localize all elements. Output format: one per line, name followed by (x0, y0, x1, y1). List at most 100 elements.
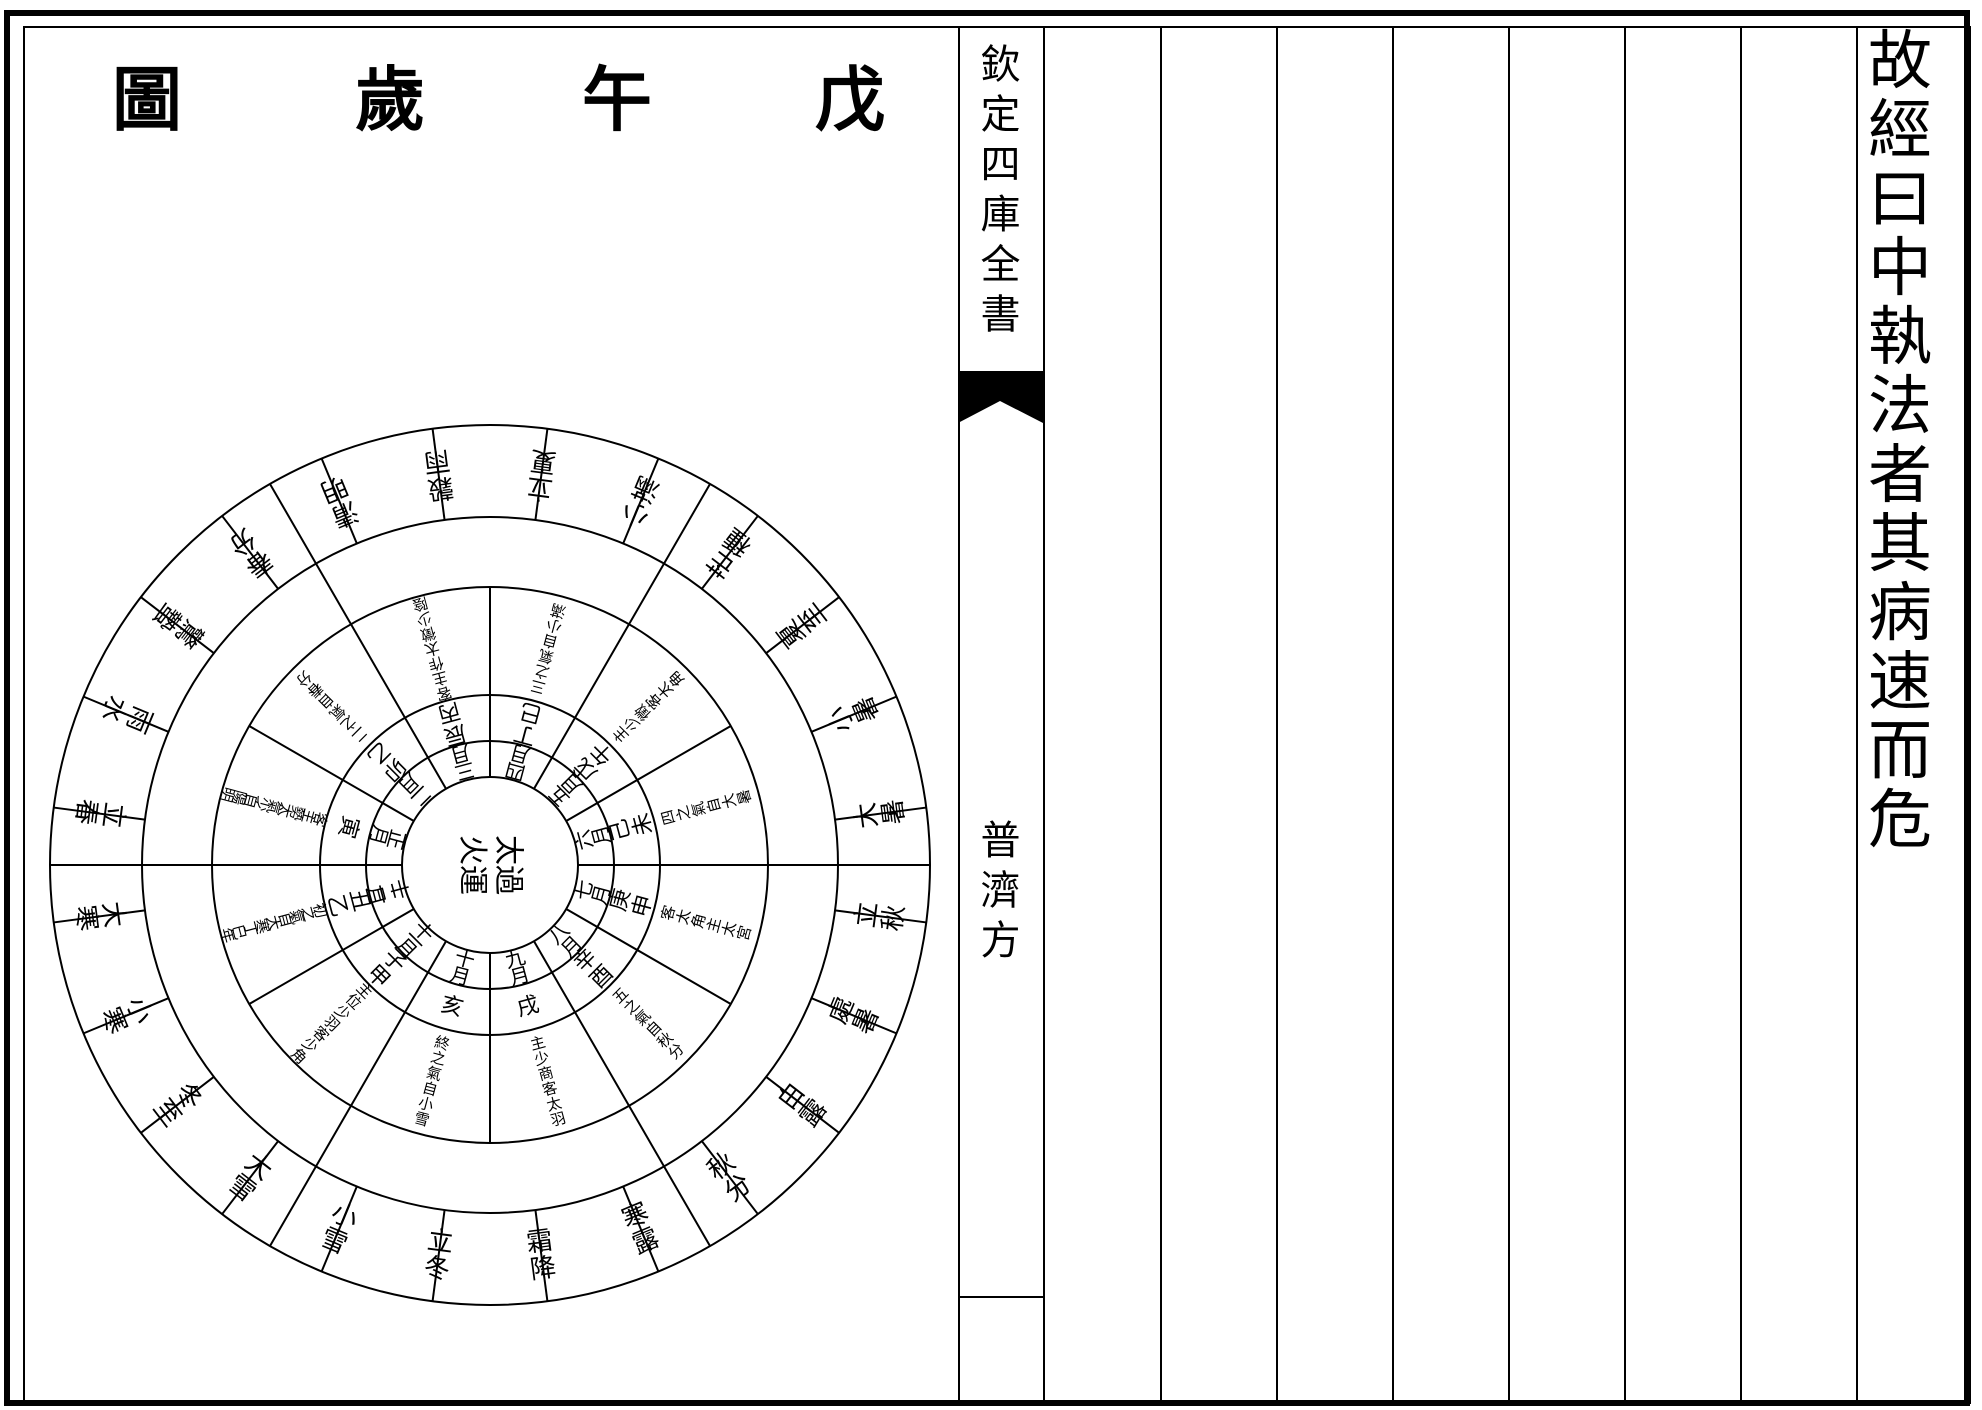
text-char: 故 (1868, 25, 1932, 99)
wheel-term-divider (765, 1076, 840, 1134)
solar-term-label: 立 (425, 1226, 455, 1259)
banxin-char: 普 (980, 818, 1021, 864)
qi-label: 陰 (410, 593, 429, 614)
solar-term-label: 霜 (525, 1226, 555, 1259)
wheel-term-divider (834, 909, 927, 924)
qi-label: 自 (420, 1078, 439, 1099)
month-label: 月 (447, 962, 473, 990)
qi-label: 太 (545, 1094, 564, 1115)
qi-label: 少 (414, 608, 433, 629)
qi-label: 之 (298, 904, 319, 923)
qi-label: 氣 (263, 797, 284, 816)
wheel-term-divider (622, 1186, 660, 1272)
text-char: 而 (1868, 715, 1932, 789)
qi-label: 主 (703, 915, 724, 934)
wheel-term-divider (140, 596, 215, 654)
qi-label: 之 (429, 1048, 448, 1069)
solar-term-label: 冬 (422, 1253, 452, 1286)
wheel-term-divider (834, 806, 927, 821)
qi-label: 客 (540, 1078, 559, 1099)
solar-term-label: 雨 (422, 444, 452, 477)
qi-label: 商 (536, 1063, 555, 1084)
qi-label: 丁 (240, 920, 261, 939)
column-divider (1508, 26, 1510, 1404)
qi-label: 之 (532, 661, 551, 682)
solar-term-label: 秋 (878, 903, 911, 933)
text-char: 法 (1868, 370, 1932, 444)
wheel-term-divider (221, 515, 279, 590)
qi-label: 客 (434, 683, 453, 704)
qi-label: 主 (298, 807, 319, 826)
wheel-sector-line (628, 1105, 711, 1247)
qi-label: 自 (540, 630, 559, 651)
column-divider (1740, 26, 1742, 1404)
solar-term-label: 立 (851, 900, 884, 930)
wheel-term-divider (811, 695, 897, 733)
qi-label: 氣 (536, 646, 555, 667)
branch-label: 申 (628, 892, 658, 920)
banxin-char: 定 (980, 92, 1021, 138)
wheel-spoke (565, 908, 732, 1005)
wheel-term-divider (83, 695, 169, 733)
wheel-term-divider (811, 997, 897, 1035)
qi-label: 太 (719, 920, 740, 939)
text-char: 病 (1868, 577, 1932, 651)
banxin-book-title: 普濟方 (958, 816, 1043, 966)
qi-label: 氣 (424, 1063, 443, 1084)
qi-label: 太 (275, 801, 296, 820)
wheel-term-divider (534, 1209, 549, 1302)
banxin-bottom-rule (958, 1296, 1043, 1298)
wheel-term-divider (701, 515, 759, 590)
wheel-term-divider (83, 997, 169, 1035)
column-divider (1392, 26, 1394, 1404)
qi-label: 客 (658, 903, 679, 922)
center-text: 太過 (491, 835, 526, 895)
wheel-term-divider (534, 428, 549, 521)
qi-label: 羽 (549, 1109, 568, 1130)
text-char: 危 (1868, 784, 1932, 858)
qi-label: 四 (658, 808, 679, 827)
banxin-char: 庫 (980, 192, 1021, 238)
wheel-sector-line (628, 483, 711, 625)
qi-label: 自 (703, 795, 724, 814)
qi-label: 少 (251, 794, 272, 813)
qi-label: 初 (309, 901, 330, 920)
qi-label: 少 (532, 1048, 551, 1069)
wheel-spoke (350, 623, 447, 790)
wheel-spoke (533, 623, 630, 790)
banxin-char: 書 (980, 292, 1021, 338)
wheel-term-divider (431, 1209, 446, 1302)
qi-label: 之 (673, 804, 694, 823)
wheel-term-divider (320, 458, 358, 544)
solar-term-label: 大 (96, 900, 129, 930)
qi-label: 客 (309, 810, 330, 829)
qi-label: 暑 (734, 787, 755, 806)
month-label: 月 (365, 822, 393, 848)
solar-term-label: 穀 (425, 471, 455, 504)
qi-label: 自 (240, 791, 261, 810)
qi-label: 氣 (286, 907, 307, 926)
text-char: 執 (1868, 301, 1932, 375)
banxin-collection-title: 欽定四庫全書 (958, 40, 1043, 340)
wheel-spoke (350, 940, 447, 1107)
qi-label: 大 (719, 791, 740, 810)
wheel-term-divider (53, 806, 146, 821)
banxin-char: 全 (980, 242, 1021, 288)
qi-label: 氣 (688, 799, 709, 818)
banxin-char: 濟 (980, 868, 1021, 914)
column-divider (1624, 26, 1626, 1404)
wheel-term-divider (431, 428, 446, 521)
qi-label: 主 (430, 668, 449, 689)
text-char: 經 (1868, 94, 1932, 168)
wheel-term-divider (622, 458, 660, 544)
banxin-char: 方 (980, 918, 1021, 964)
wheel-spoke (533, 940, 630, 1107)
text-char: 者 (1868, 439, 1932, 513)
solar-term-label: 降 (528, 1253, 558, 1286)
qi-label: 徵 (418, 623, 437, 644)
banxin-char: 欽 (980, 42, 1021, 88)
solar-term-label: 立 (525, 471, 555, 504)
wheel-spoke (565, 725, 732, 822)
fish-tail-mark (958, 371, 1043, 423)
solar-term-label: 大 (851, 800, 884, 830)
